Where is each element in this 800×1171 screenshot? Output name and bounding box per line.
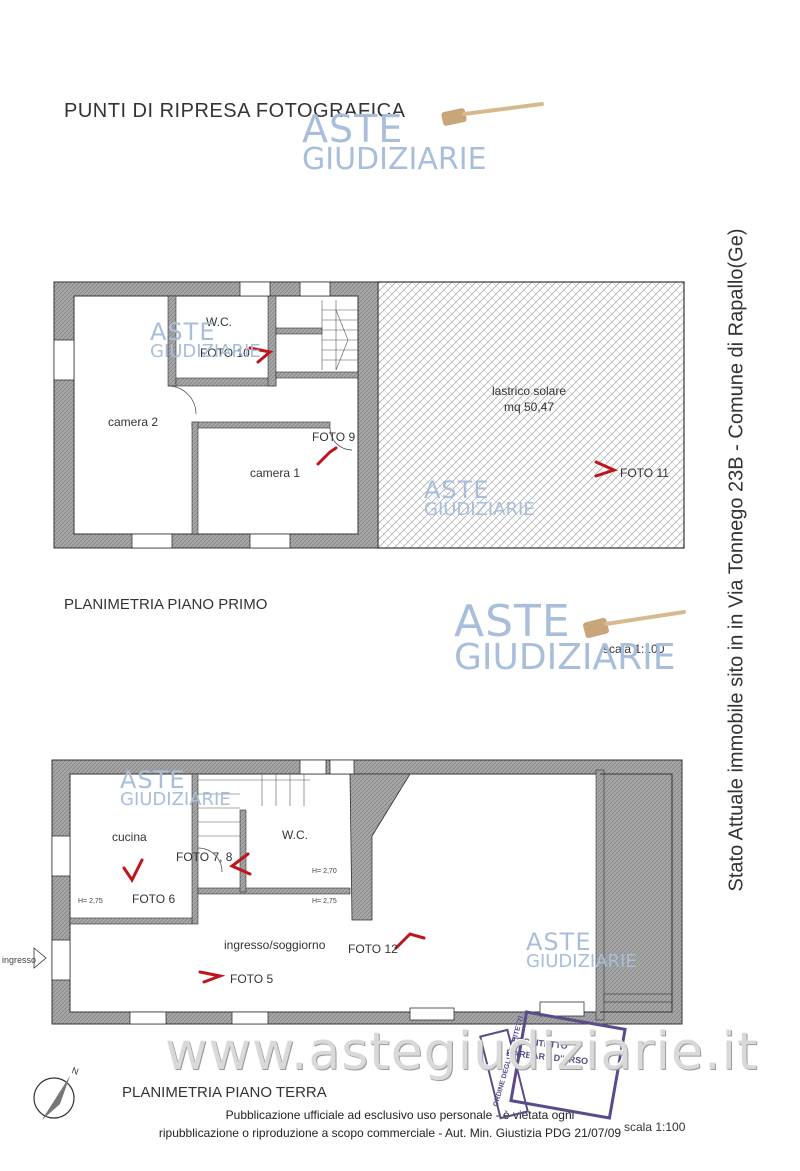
height-label-3: H= 2,75 (312, 898, 337, 905)
photo-label-11: FOTO 11 (620, 466, 669, 480)
watermark-logo-3: ASTE GIUDIZIARIE (424, 476, 535, 520)
windows-ground (51, 759, 585, 1025)
terrace-area (377, 281, 685, 549)
photo-label-12: FOTO 12 (348, 942, 398, 956)
site-url-watermark: www.astegiudiziarie.it (165, 1022, 759, 1082)
ground-floor-plan (33, 759, 683, 1025)
vertical-caption: Stato Attuale immobile sito in in Via To… (725, 228, 748, 892)
ground-floor-scale: scala 1:100 (624, 1120, 686, 1134)
stairs (321, 300, 358, 371)
photo-label-5: FOTO 5 (230, 972, 274, 986)
footer-line-1: Pubblicazione ufficiale ad esclusivo uso… (225, 1108, 575, 1122)
height-label-2: H= 2,70 (312, 868, 337, 875)
gavel-icon-2 (583, 610, 686, 639)
watermark-logo-1: ASTE GIUDIZIARIE (302, 107, 487, 178)
room-camera-2: camera 2 (108, 415, 159, 429)
room-cucina: cucina (112, 830, 147, 844)
first-floor-plan (53, 281, 685, 549)
north-arrow-icon (33, 1076, 75, 1120)
watermark-logo-5: ASTE GIUDIZIARIE (120, 766, 231, 810)
photo-markers-ground (122, 852, 426, 984)
room-soggiorno: ingresso/soggiorno (224, 938, 326, 952)
photo-label-6: FOTO 6 (132, 892, 176, 906)
page-title: PUNTI DI RIPRESA FOTOGRAFICA (64, 100, 406, 122)
terrace-area-value: mq 50,47 (504, 400, 555, 414)
entrance-label: ingresso (2, 955, 37, 965)
photo-markers (248, 346, 619, 478)
watermark-logo-6: ASTE GIUDIZIARIE (526, 928, 637, 972)
footer-line-2: ripubblicazione o riproduzione a scopo c… (158, 1126, 622, 1140)
first-floor-scale: scala 1:100 (603, 642, 665, 656)
ground-floor-label: PLANIMETRIA PIANO TERRA (122, 1084, 327, 1101)
watermark-logo-2: ASTE GIUDIZIARIE (150, 318, 261, 362)
entrance-arrow (33, 947, 47, 969)
first-floor-label: PLANIMETRIA PIANO PRIMO (64, 596, 268, 613)
gavel-icon (441, 102, 544, 126)
watermark-logo-4: ASTE GIUDIZIARIE (454, 596, 676, 678)
terrace-label: lastrico solare (492, 384, 567, 398)
room-wc-first: W.C. (206, 315, 232, 329)
photo-label-7-8: FOTO 7, 8 (176, 850, 233, 864)
stairs-ground (198, 774, 310, 837)
photo-label-10: FOTO 10 (200, 346, 250, 360)
room-wc-ground: W.C. (282, 828, 308, 842)
architect-stamp: ARCHITETTO BARBARA D'URSO ORDINE DEGLI A… (470, 1000, 640, 1120)
windows (53, 281, 331, 549)
height-label-1: H= 2,75 (78, 898, 103, 905)
photo-label-9: FOTO 9 (312, 430, 356, 444)
room-camera-1: camera 1 (250, 466, 301, 480)
